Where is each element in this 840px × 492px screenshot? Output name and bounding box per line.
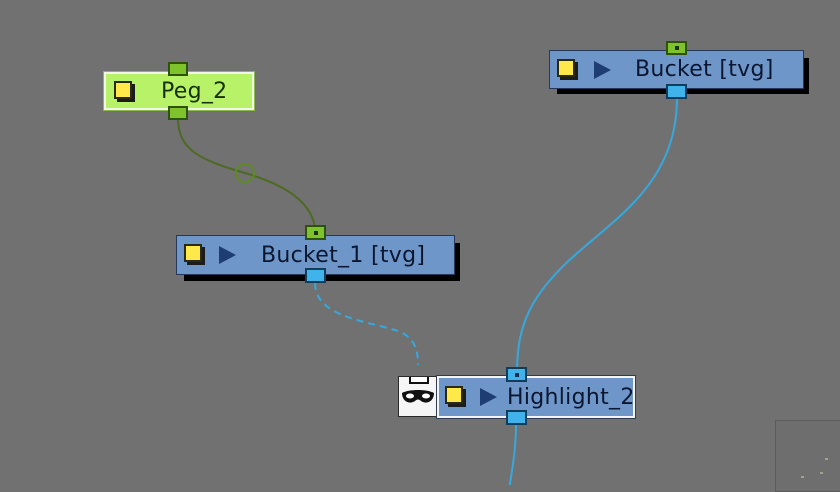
play-icon[interactable] <box>594 61 611 79</box>
enable-toggle-icon[interactable] <box>557 59 575 77</box>
peg-2-output-port[interactable] <box>168 106 188 120</box>
highlight-2-node[interactable]: Highlight_2 <box>436 375 636 419</box>
node-label: Peg_2 <box>161 78 228 104</box>
composite-mask-icon[interactable] <box>398 368 438 417</box>
bucket-1-output-port[interactable] <box>305 268 326 283</box>
bucket-to-highlight-wire <box>516 97 678 369</box>
port-dot <box>514 372 519 377</box>
peg-2-node[interactable]: Peg_2 <box>103 71 255 111</box>
highlight-output-wire <box>508 423 517 485</box>
bucket-1-input-port[interactable] <box>305 225 326 240</box>
peg-to-bucket1-wire <box>177 117 316 229</box>
node-label: Highlight_2 <box>507 384 635 410</box>
port-dot <box>313 230 318 235</box>
enable-toggle-icon[interactable] <box>445 386 463 404</box>
highlight-2-input-port[interactable] <box>506 367 527 382</box>
port-dot <box>674 46 679 50</box>
bucket-input-port[interactable] <box>666 41 687 55</box>
peg-2-input-port[interactable] <box>168 62 188 76</box>
wire-midpoint-handle <box>235 163 255 183</box>
enable-toggle-icon[interactable] <box>114 81 132 99</box>
play-icon[interactable] <box>480 388 497 406</box>
node-label: Bucket [tvg] <box>635 57 774 82</box>
enable-toggle-icon[interactable] <box>184 244 202 262</box>
highlight-2-output-port[interactable] <box>506 410 527 425</box>
play-icon[interactable] <box>219 246 236 264</box>
bucket1-to-highlight-wire <box>314 282 419 366</box>
navigator-minimap[interactable] <box>775 420 840 492</box>
bucket-output-port[interactable] <box>666 84 687 99</box>
node-label: Bucket_1 [tvg] <box>261 242 426 268</box>
